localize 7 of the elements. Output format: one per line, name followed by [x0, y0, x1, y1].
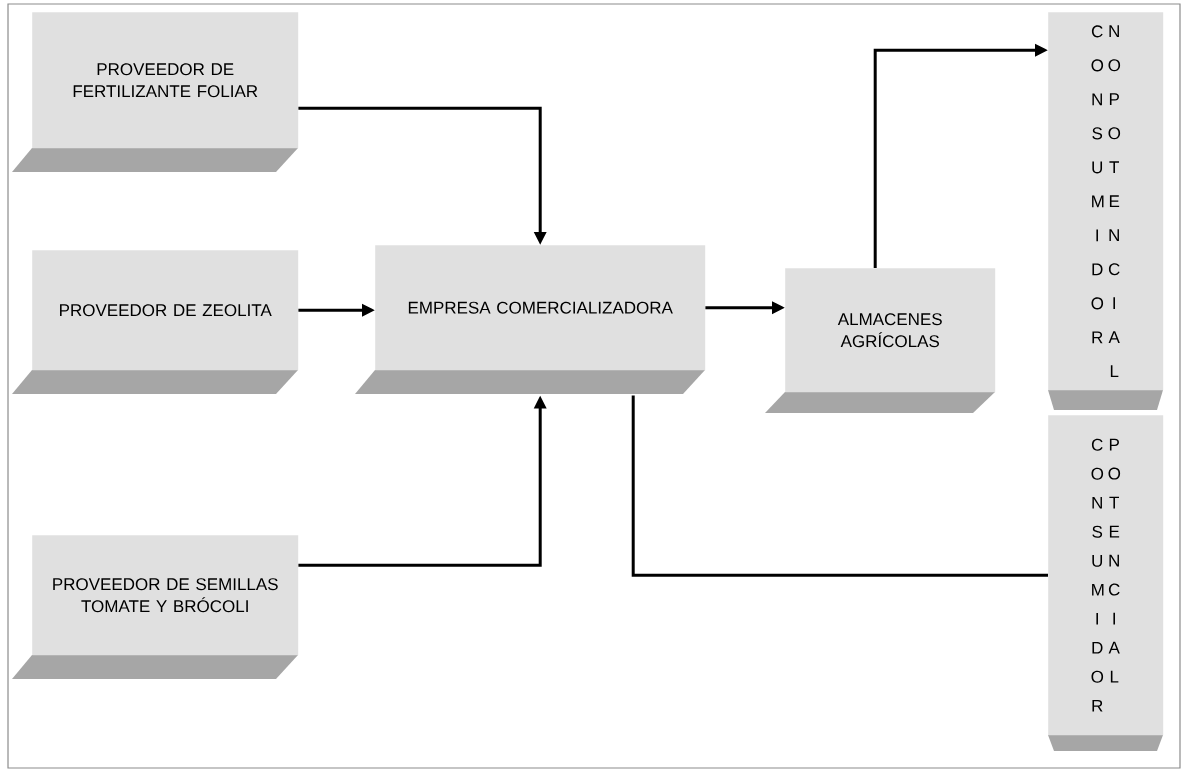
box-3d: PROVEEDOR DE FERTILIZANTE FOLIAR	[12, 12, 299, 172]
box-3d: ALMACENES AGRÍCOLAS	[765, 268, 996, 413]
box-3d: CONSUMIDOR NO POTENCIAL	[1048, 12, 1164, 410]
box-3d: EMPRESA COMERCIALIZADORA	[355, 245, 706, 394]
box-3d: PROVEEDOR DE SEMILLAS TOMATE Y BRÓCOLI	[12, 535, 299, 679]
box-3d: CONSUMIDOR POTENCIAL	[1048, 415, 1164, 751]
box-3d: PROVEEDOR DE ZEOLITA	[12, 250, 299, 394]
